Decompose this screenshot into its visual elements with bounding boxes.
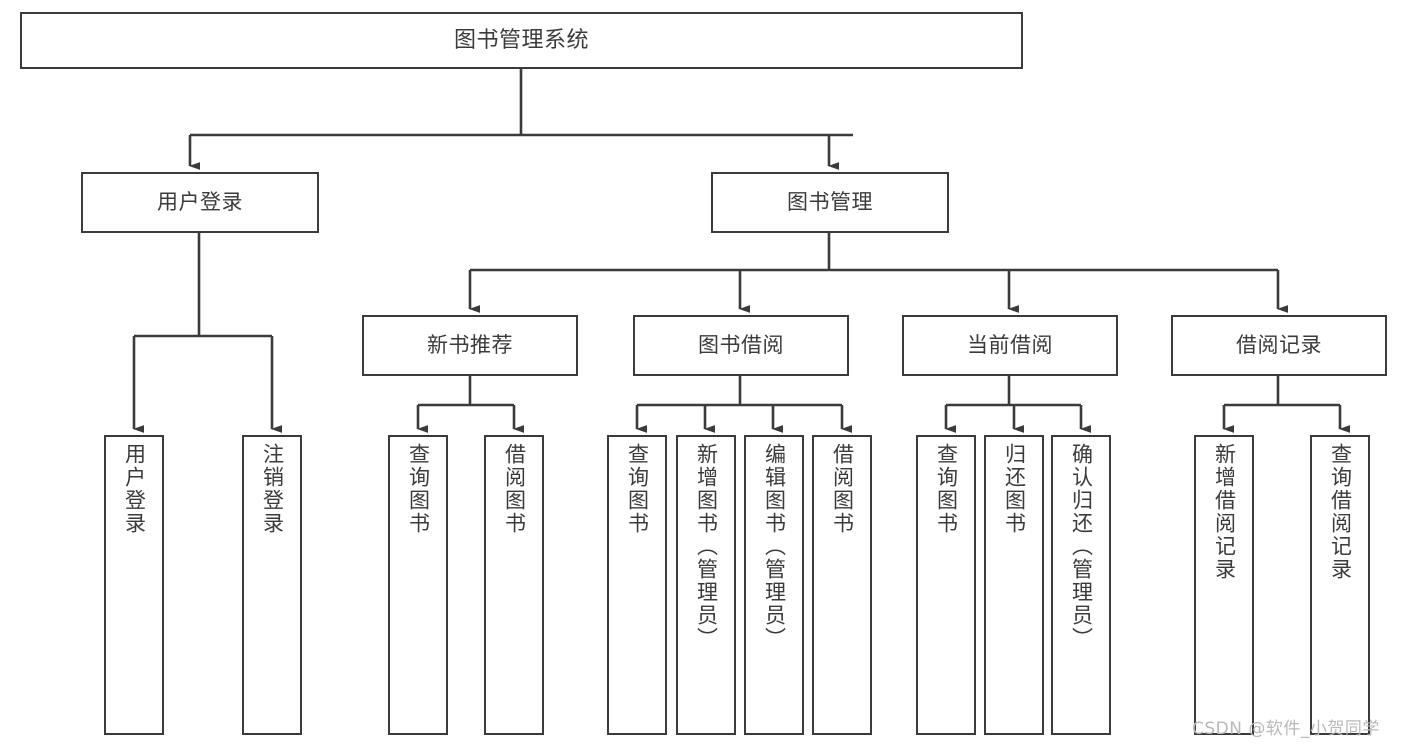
node-borrow-record[interactable]: 借阅记录	[1171, 315, 1387, 376]
node-leaf-confirm-return-label: 确认归还（管理员）	[1069, 443, 1094, 650]
node-leaf-return-book-label: 归还图书	[1002, 443, 1027, 535]
node-leaf-borrow-book-1-label: 借阅图书	[502, 443, 527, 535]
node-root[interactable]: 图书管理系统	[20, 12, 1023, 69]
node-leaf-query-book-2[interactable]: 查询图书	[607, 435, 667, 735]
node-leaf-query-book-1-label: 查询图书	[406, 443, 431, 535]
node-book-management[interactable]: 图书管理	[711, 172, 949, 233]
node-user-login-label: 用户登录	[157, 190, 243, 215]
node-leaf-query-book-3[interactable]: 查询图书	[916, 435, 976, 735]
node-leaf-query-record-label: 查询借阅记录	[1328, 443, 1353, 581]
node-book-borrow-label: 图书借阅	[698, 333, 784, 358]
node-book-borrow[interactable]: 图书借阅	[633, 315, 849, 376]
node-leaf-add-record-label: 新增借阅记录	[1212, 443, 1237, 581]
node-leaf-query-record[interactable]: 查询借阅记录	[1310, 435, 1370, 735]
node-current-borrow[interactable]: 当前借阅	[902, 315, 1118, 376]
node-leaf-add-book[interactable]: 新增图书（管理员）	[676, 435, 736, 735]
node-leaf-edit-book[interactable]: 编辑图书（管理员）	[744, 435, 804, 735]
node-leaf-add-record[interactable]: 新增借阅记录	[1194, 435, 1254, 735]
node-new-book-recommend[interactable]: 新书推荐	[362, 315, 578, 376]
node-book-management-label: 图书管理	[787, 190, 873, 215]
node-root-label: 图书管理系统	[453, 27, 589, 53]
node-user-login[interactable]: 用户登录	[81, 172, 319, 233]
node-leaf-user-logout-label: 注销登录	[260, 443, 285, 535]
node-leaf-confirm-return[interactable]: 确认归还（管理员）	[1051, 435, 1111, 735]
node-leaf-add-book-label: 新增图书（管理员）	[694, 443, 719, 650]
node-leaf-borrow-book-2-label: 借阅图书	[830, 443, 855, 535]
node-leaf-user-logout[interactable]: 注销登录	[242, 435, 302, 735]
node-new-book-recommend-label: 新书推荐	[427, 333, 513, 358]
node-leaf-query-book-1[interactable]: 查询图书	[388, 435, 448, 735]
node-leaf-return-book[interactable]: 归还图书	[984, 435, 1044, 735]
node-leaf-edit-book-label: 编辑图书（管理员）	[762, 443, 787, 650]
node-leaf-user-login[interactable]: 用户登录	[104, 435, 164, 735]
node-leaf-borrow-book-1[interactable]: 借阅图书	[484, 435, 544, 735]
csdn-watermark: CSDN @软件_小贺同学	[1192, 719, 1380, 739]
node-leaf-query-book-3-label: 查询图书	[934, 443, 959, 535]
node-current-borrow-label: 当前借阅	[967, 333, 1053, 358]
node-leaf-borrow-book-2[interactable]: 借阅图书	[812, 435, 872, 735]
node-borrow-record-label: 借阅记录	[1236, 333, 1322, 358]
node-leaf-query-book-2-label: 查询图书	[625, 443, 650, 535]
node-leaf-user-login-label: 用户登录	[122, 443, 147, 535]
